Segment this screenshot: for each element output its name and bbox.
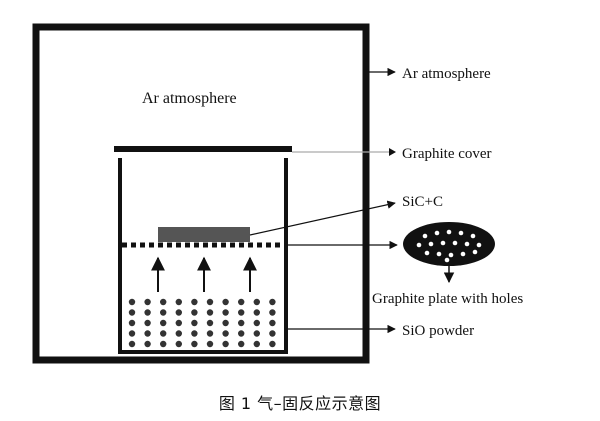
sio-powder-dot bbox=[206, 309, 214, 316]
sio-powder-dot bbox=[160, 330, 167, 337]
sio-powder-dot bbox=[222, 298, 229, 306]
crucible-walls bbox=[118, 158, 288, 354]
graphite-cover bbox=[114, 146, 292, 152]
plate-hole bbox=[446, 229, 452, 235]
sio-powder-dot bbox=[206, 330, 214, 337]
plate-hole bbox=[416, 242, 422, 248]
plate-hole bbox=[464, 241, 470, 247]
sio-powder-dot bbox=[222, 330, 229, 337]
sio-powder-dot bbox=[191, 319, 198, 327]
sio-powder-dot bbox=[222, 340, 229, 348]
sio-powder-dot bbox=[191, 309, 198, 316]
sio-powder-dot bbox=[191, 298, 198, 306]
callout-line-sic bbox=[249, 200, 396, 236]
sio-powder-dot bbox=[175, 298, 182, 306]
sio-powder-dot bbox=[144, 309, 151, 316]
callout-arrowhead-cover bbox=[389, 148, 396, 156]
sio-powder-dots bbox=[128, 298, 276, 348]
sio-powder-dot bbox=[269, 330, 276, 337]
sio-powder-dot bbox=[191, 330, 198, 337]
plate-holes bbox=[416, 229, 482, 263]
sio-powder-dot bbox=[206, 298, 214, 306]
sio-powder-dot bbox=[253, 309, 260, 316]
sio-powder-dot bbox=[206, 340, 214, 348]
sio-powder-dot bbox=[238, 298, 245, 306]
callout-graphite-cover: Graphite cover bbox=[402, 146, 492, 162]
sio-powder-dot bbox=[160, 319, 167, 327]
sio-powder-dot bbox=[160, 340, 167, 348]
sio-powder-dot bbox=[269, 319, 276, 327]
sio-powder-dot bbox=[128, 330, 136, 337]
callout-sio-powder: SiO powder bbox=[402, 323, 474, 339]
sio-powder-dot bbox=[175, 319, 182, 327]
sio-powder-dot bbox=[128, 298, 136, 306]
sio-powder-dot bbox=[144, 340, 151, 348]
sio-powder-dot bbox=[253, 330, 260, 337]
sio-powder-dot bbox=[128, 319, 136, 327]
plate-hole bbox=[422, 233, 428, 239]
sio-powder-dot bbox=[175, 309, 182, 316]
outer-chamber bbox=[32, 23, 370, 364]
sio-powder-dot bbox=[128, 309, 136, 316]
plate-hole bbox=[444, 257, 450, 263]
plate-hole bbox=[424, 250, 430, 256]
sio-powder-dot bbox=[238, 340, 245, 348]
sio-powder-dot bbox=[253, 298, 260, 306]
sio-powder-dot bbox=[160, 309, 167, 316]
plate-hole bbox=[440, 240, 446, 246]
sio-powder-dot bbox=[222, 309, 229, 316]
sio-powder-dot bbox=[160, 298, 167, 306]
plate-hole bbox=[476, 242, 482, 248]
plate-hole bbox=[436, 251, 442, 257]
vapor-arrows bbox=[151, 256, 257, 292]
sio-powder-dot bbox=[238, 309, 245, 316]
sio-powder-dot bbox=[253, 319, 260, 327]
sio-powder-dot bbox=[175, 330, 182, 337]
sio-powder-dot bbox=[222, 319, 229, 327]
plate-hole bbox=[460, 251, 466, 257]
plate-hole bbox=[470, 233, 476, 239]
plate-hole bbox=[452, 240, 458, 246]
plate-hole bbox=[428, 241, 434, 247]
sic-c-sample bbox=[158, 227, 250, 242]
callout-ar-atmosphere: Ar atmosphere bbox=[402, 66, 491, 82]
sio-powder-dot bbox=[128, 340, 136, 348]
sio-powder-dot bbox=[191, 340, 198, 348]
sio-powder-dot bbox=[144, 330, 151, 337]
sio-powder-dot bbox=[238, 330, 245, 337]
sio-powder-dot bbox=[144, 319, 151, 327]
sio-powder-dot bbox=[269, 298, 276, 306]
sio-powder-dot bbox=[144, 298, 151, 306]
sio-powder-dot bbox=[175, 340, 182, 348]
plate-hole bbox=[472, 249, 478, 255]
sio-powder-dot bbox=[253, 340, 260, 348]
sio-powder-dot bbox=[269, 340, 276, 348]
callout-sic-c: SiC+C bbox=[402, 194, 443, 210]
sio-powder-dot bbox=[206, 319, 214, 327]
plate-hole bbox=[458, 230, 464, 236]
figure-caption: 图 1 气–固反应示意图 bbox=[219, 394, 381, 413]
sio-powder-dot bbox=[269, 309, 276, 316]
chamber-atmosphere-label: Ar atmosphere bbox=[142, 90, 237, 107]
callout-graphite-plate: Graphite plate with holes bbox=[372, 291, 523, 307]
sio-powder-dot bbox=[238, 319, 245, 327]
plate-hole bbox=[434, 230, 440, 236]
plate-hole bbox=[448, 252, 454, 258]
